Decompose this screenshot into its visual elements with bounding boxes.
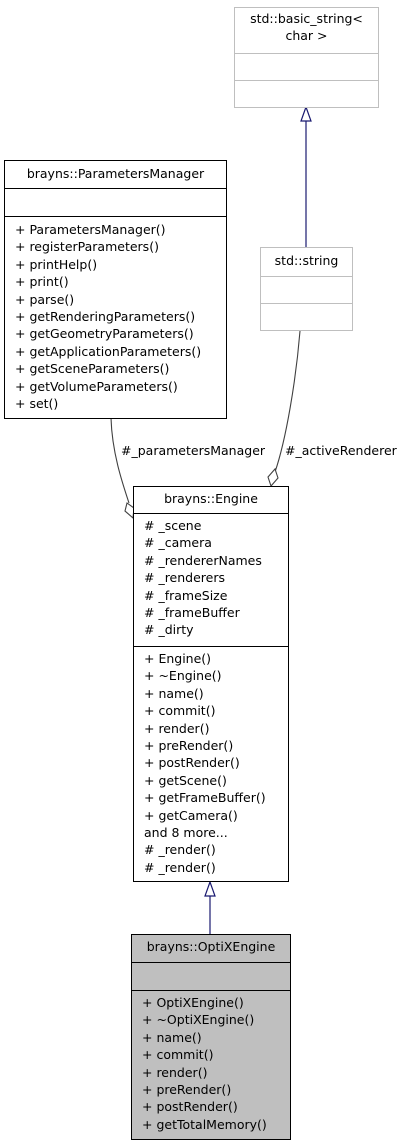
inheritance-arrowhead-basic-string bbox=[300, 105, 312, 122]
class-member[interactable]: + preRender() bbox=[142, 1082, 232, 1098]
class-divider bbox=[5, 188, 226, 189]
class-divider bbox=[5, 216, 226, 217]
class-member[interactable]: + getFrameBuffer() bbox=[144, 790, 266, 806]
class-box-parameters-manager[interactable]: brayns::ParametersManager + ParametersMa… bbox=[4, 160, 227, 419]
class-title-optix-engine: brayns::OptiXEngine bbox=[146, 939, 276, 954]
class-member[interactable]: + ~OptiXEngine() bbox=[142, 1012, 255, 1028]
class-divider bbox=[134, 513, 288, 514]
class-member[interactable]: + getRenderingParameters() bbox=[15, 309, 196, 325]
class-member[interactable]: + getCamera() bbox=[144, 807, 238, 823]
class-member[interactable]: # _frameBuffer bbox=[144, 605, 240, 621]
class-box-engine[interactable]: brayns::Engine # _scene# _camera# _rende… bbox=[133, 486, 289, 882]
class-member[interactable]: # _rendererNames bbox=[144, 552, 262, 568]
class-methods-optix-engine: + OptiXEngine() + ~OptiXEngine()+ name() +… bbox=[142, 994, 290, 1133]
class-member[interactable]: + postRender() bbox=[142, 1099, 238, 1115]
class-divider bbox=[132, 962, 290, 963]
class-methods-parameters-manager: + ParametersManager() + registerParameter… bbox=[15, 221, 226, 412]
class-member[interactable]: + commit() bbox=[142, 1047, 214, 1063]
parameters-manager-edge-label: #_parametersManager bbox=[121, 443, 266, 458]
class-member[interactable]: # _frameSize bbox=[144, 587, 228, 603]
class-title-engine: brayns::Engine bbox=[164, 491, 258, 506]
class-member[interactable]: + printHelp() bbox=[15, 256, 98, 272]
class-member[interactable]: # _camera bbox=[144, 535, 212, 551]
association-edge-active-renderer bbox=[274, 330, 301, 473]
class-member[interactable]: + ParametersManager() bbox=[15, 222, 166, 237]
class-member[interactable]: + getTotalMemory() bbox=[142, 1116, 267, 1132]
class-divider bbox=[261, 303, 352, 304]
class-attributes-engine: # _scene # _camera# _rendererNames # _rend… bbox=[144, 517, 288, 639]
class-member[interactable]: + render() bbox=[142, 1064, 208, 1080]
inheritance-arrowhead-engine bbox=[204, 880, 216, 897]
class-member[interactable]: + OptiXEngine() bbox=[142, 995, 244, 1010]
class-title-parameters-manager: brayns::ParametersManager bbox=[26, 166, 205, 181]
active-renderer-edge-label: #_activeRenderer bbox=[285, 443, 397, 458]
class-member[interactable]: + Engine() bbox=[144, 651, 212, 666]
class-member[interactable]: and 8 more... bbox=[144, 825, 228, 841]
class-member[interactable]: + getGeometryParameters() bbox=[15, 326, 194, 342]
class-title-line: char > bbox=[285, 28, 328, 43]
class-member[interactable]: + print() bbox=[15, 274, 69, 290]
class-divider bbox=[235, 53, 378, 54]
class-member[interactable]: + name() bbox=[144, 685, 204, 701]
class-box-basic-string[interactable]: std::basic_string< char > bbox=[234, 7, 379, 108]
class-member[interactable]: + postRender() bbox=[144, 755, 240, 771]
class-divider bbox=[134, 646, 288, 647]
class-member[interactable]: + render() bbox=[144, 720, 210, 736]
class-member[interactable]: # _dirty bbox=[144, 622, 194, 638]
class-title-std-string: std::string bbox=[274, 253, 339, 268]
class-member[interactable]: + getVolumeParameters() bbox=[15, 378, 178, 394]
class-box-std-string[interactable]: std::string bbox=[260, 247, 353, 331]
class-member[interactable]: + registerParameters() bbox=[15, 239, 159, 255]
class-divider bbox=[235, 80, 378, 81]
association-edge-parameters-manager bbox=[110, 417, 130, 504]
class-member[interactable]: + set() bbox=[15, 396, 59, 412]
class-member[interactable]: + getApplicationParameters() bbox=[15, 343, 202, 359]
class-member[interactable]: + parse() bbox=[15, 291, 75, 307]
class-member[interactable]: + name() bbox=[142, 1029, 202, 1045]
class-member[interactable]: # _render() bbox=[144, 842, 216, 858]
active-renderer-diamond bbox=[267, 467, 279, 488]
class-divider bbox=[261, 276, 352, 277]
class-member[interactable]: + getScene() bbox=[144, 772, 227, 788]
class-member[interactable]: # _renderers bbox=[144, 570, 226, 586]
class-title-line: std::basic_string< bbox=[250, 11, 363, 26]
class-member[interactable]: + preRender() bbox=[144, 738, 234, 754]
class-divider bbox=[132, 990, 290, 991]
class-member[interactable]: # _render() bbox=[144, 859, 216, 875]
class-member[interactable]: + commit() bbox=[144, 703, 216, 719]
class-box-optix-engine[interactable]: brayns::OptiXEngine + OptiXEngine()+ ~Op… bbox=[131, 934, 291, 1140]
class-title-basic-string: std::basic_string< char > bbox=[235, 10, 378, 44]
class-member[interactable]: + ~Engine() bbox=[144, 668, 222, 684]
class-member[interactable]: + getSceneParameters() bbox=[15, 361, 170, 377]
class-methods-engine: + Engine()+ ~Engine()+ name()+ commit()+… bbox=[144, 650, 288, 876]
class-member[interactable]: # _scene bbox=[144, 518, 202, 533]
